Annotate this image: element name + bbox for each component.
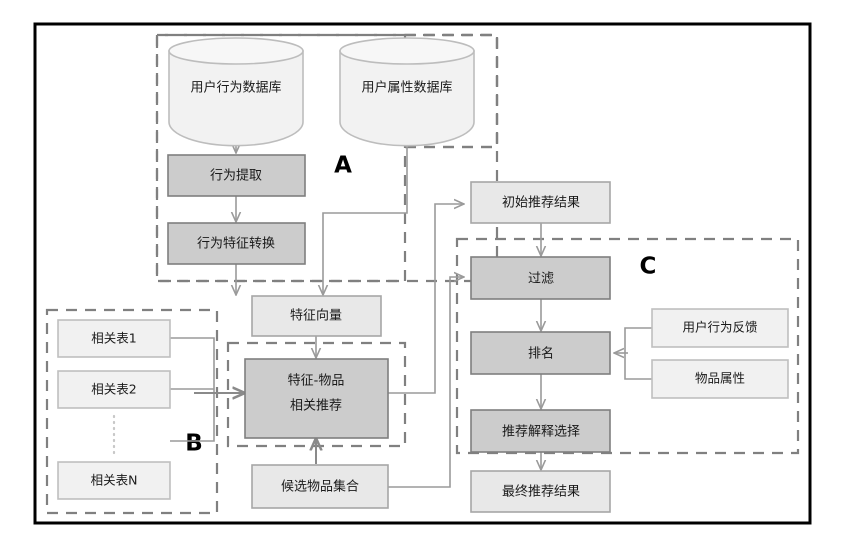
node-behavior-feature-transform-label: 行为特征转换 bbox=[197, 237, 275, 252]
node-recommend-explanation-select-label: 推荐解释选择 bbox=[502, 425, 580, 440]
edge-recommend-to-initialresult bbox=[388, 204, 464, 394]
node-related-table-1-label: 相关表1 bbox=[91, 331, 136, 346]
node-user-attribute-db: 用户属性数据库 bbox=[339, 37, 475, 147]
group-label-b: B bbox=[185, 431, 203, 457]
node-feature-vector-label: 特征向量 bbox=[290, 308, 342, 324]
node-recommend-explanation-select: 推荐解释选择 bbox=[470, 409, 611, 453]
node-filter-label: 过滤 bbox=[528, 272, 554, 287]
node-related-table-1: 相关表1 bbox=[57, 319, 171, 358]
group-c-boundary bbox=[455, 237, 800, 455]
node-related-table-n: 相关表N bbox=[57, 461, 171, 500]
node-feature-item-recommend-label-line1: 特征-物品 bbox=[288, 374, 345, 389]
node-user-attribute-db-label: 用户属性数据库 bbox=[361, 80, 452, 96]
group-label-a: A bbox=[334, 153, 352, 179]
node-feature-vector: 特征向量 bbox=[251, 295, 382, 337]
edge-attributedb-to-featurevector bbox=[323, 134, 408, 295]
node-item-attribute: 物品属性 bbox=[651, 359, 789, 399]
outer-frame bbox=[33, 22, 812, 525]
node-user-behavior-db-label: 用户行为数据库 bbox=[190, 80, 281, 96]
node-filter: 过滤 bbox=[470, 256, 611, 300]
node-item-attribute-label: 物品属性 bbox=[695, 371, 745, 386]
node-behavior-extraction-label: 行为提取 bbox=[210, 168, 262, 184]
node-user-behavior-db: 用户行为数据库 bbox=[168, 37, 304, 147]
node-user-behavior-feedback-label: 用户行为反馈 bbox=[682, 320, 757, 335]
edge-tableN-bus bbox=[170, 393, 215, 442]
edge-itemattr-bus bbox=[624, 353, 652, 380]
edge-candidate-to-filter bbox=[388, 277, 464, 488]
node-final-recommend-result: 最终推荐结果 bbox=[470, 470, 611, 513]
node-final-recommend-result-label: 最终推荐结果 bbox=[502, 484, 580, 500]
group-label-c: C bbox=[640, 254, 657, 280]
node-related-table-2: 相关表2 bbox=[57, 370, 171, 409]
node-related-table-n-label: 相关表N bbox=[91, 473, 138, 488]
node-user-behavior-feedback: 用户行为反馈 bbox=[651, 308, 789, 348]
group-a-upper-right bbox=[405, 33, 499, 149]
node-initial-recommend-result: 初始推荐结果 bbox=[470, 181, 611, 224]
node-candidate-item-set: 候选物品集合 bbox=[251, 464, 389, 509]
node-ranking-label: 排名 bbox=[528, 346, 554, 362]
node-initial-recommend-result-label: 初始推荐结果 bbox=[502, 196, 580, 211]
node-feature-item-recommend-label-line2: 相关推荐 bbox=[290, 399, 342, 414]
edge-table1-bus bbox=[170, 337, 215, 393]
node-behavior-extraction: 行为提取 bbox=[167, 154, 306, 197]
group-a-main bbox=[155, 33, 407, 283]
group-b-boundary bbox=[45, 308, 219, 515]
node-feature-item-recommend: 特征-物品 相关推荐 bbox=[244, 358, 389, 439]
node-candidate-item-set-label: 候选物品集合 bbox=[281, 479, 359, 495]
node-ranking: 排名 bbox=[470, 331, 611, 375]
edge-feedback-bus bbox=[624, 327, 652, 353]
node-behavior-feature-transform: 行为特征转换 bbox=[167, 222, 306, 265]
node-related-table-2-label: 相关表2 bbox=[91, 382, 136, 397]
